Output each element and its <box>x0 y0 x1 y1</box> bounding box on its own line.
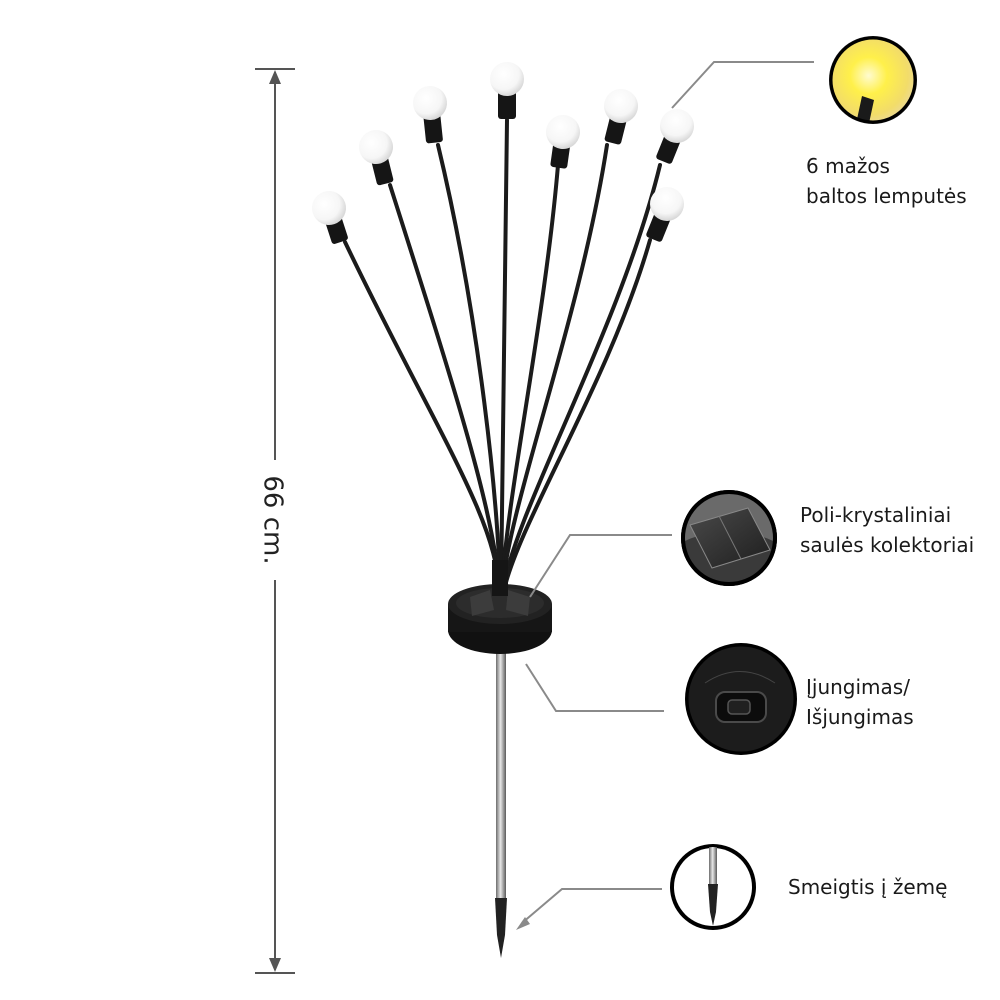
solar-panel-icon <box>681 490 777 586</box>
ground-stake-icon <box>670 844 756 930</box>
solar-panel-callout-line1: Poli-krystaliniai <box>800 503 952 527</box>
bulb <box>546 115 580 169</box>
bulb <box>312 191 348 244</box>
bulb <box>646 187 684 242</box>
bulbs-callout-line1: 6 mažos <box>806 154 890 178</box>
warm-bulb-icon <box>829 36 917 124</box>
bulb <box>604 89 638 145</box>
bulb <box>490 62 524 119</box>
bulbs <box>312 62 694 244</box>
bulb <box>413 86 447 144</box>
bulb-stems <box>343 118 662 592</box>
leader-lines <box>516 61 814 930</box>
bulb <box>359 130 394 186</box>
switch-callout-line1: Įjungimas/ <box>806 675 910 699</box>
height-dimension-label-box: 66 cm. <box>238 460 308 580</box>
stake-callout-label: Smeigtis į žemę <box>788 875 948 899</box>
switch-callout-line2: Išjungimas <box>806 705 914 729</box>
bulbs-callout-line2: baltos lemputės <box>806 184 967 208</box>
bulb <box>656 109 694 164</box>
solar-base <box>448 560 552 654</box>
power-switch-icon <box>685 643 797 755</box>
ground-stake <box>495 650 507 958</box>
height-dimension-label: 66 cm. <box>258 475 288 565</box>
solar-panel-callout-line2: saulės kolektoriai <box>800 533 975 557</box>
